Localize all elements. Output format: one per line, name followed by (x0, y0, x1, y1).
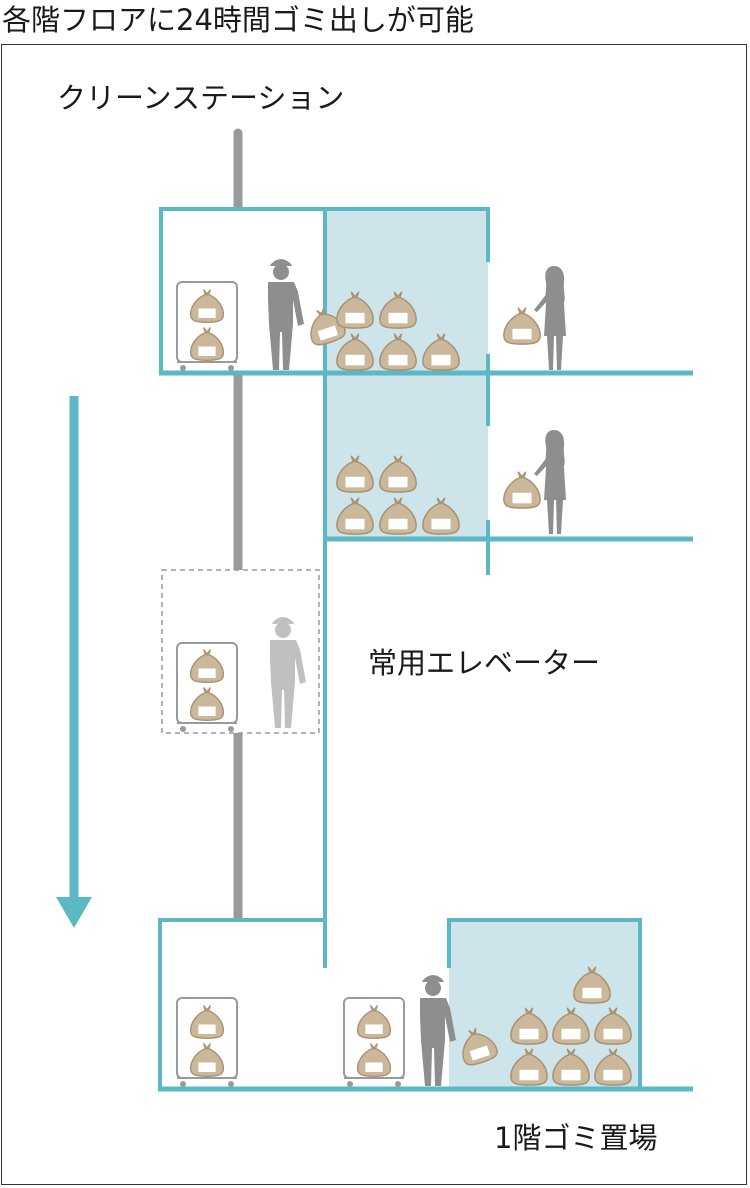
clean-station-label: クリーンステーション (57, 81, 345, 115)
ground-garbage-label: 1階ゴミ置場 (494, 1121, 658, 1155)
station-wall (325, 207, 490, 262)
resident-icon (534, 430, 566, 534)
ground-wall (447, 918, 642, 1088)
down-arrow-icon (56, 897, 92, 928)
resident-icon (534, 266, 566, 370)
page-title: 各階フロアに24時間ゴミ出しが可能 (2, 3, 474, 37)
service-elevator-label: 常用エレベーター (368, 646, 601, 680)
garbage-bag-icon (503, 307, 541, 345)
diagram-frame (1, 44, 747, 1185)
garbage-bag-icon (503, 471, 541, 509)
ground-wall (158, 918, 325, 1088)
